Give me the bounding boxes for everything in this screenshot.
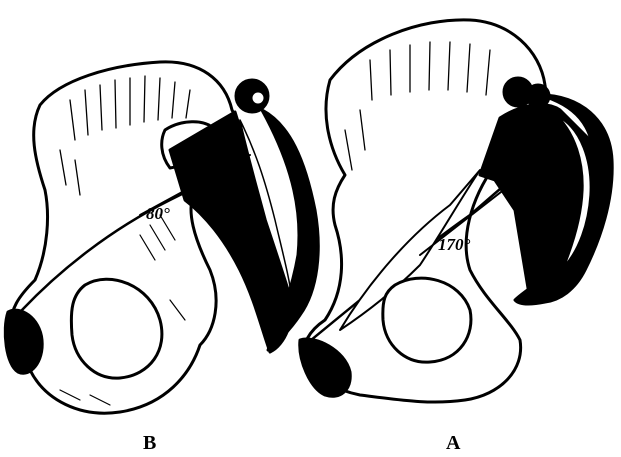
sacral-knob-highlight-b	[252, 92, 264, 104]
figure-caption-a: A	[446, 432, 460, 455]
angle-label-a: 170°	[438, 235, 471, 254]
hip-bone-b: 80°	[5, 62, 318, 413]
hip-bone-a: 170°	[300, 20, 612, 402]
figure-caption-b: B	[143, 432, 156, 455]
sacral-knob2-a	[527, 85, 549, 107]
obturator-foramen-a	[383, 278, 471, 362]
angle-label-b: 80°	[146, 204, 170, 223]
